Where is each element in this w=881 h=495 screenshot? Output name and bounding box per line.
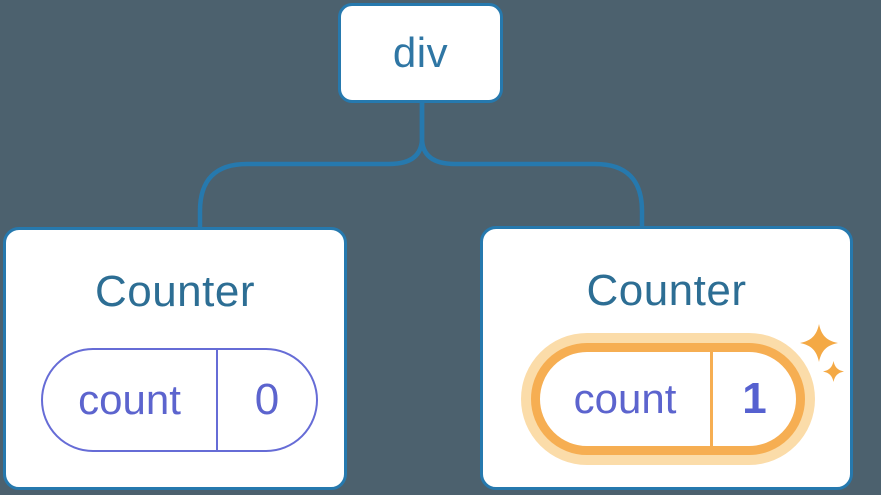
pill-value-cell: 1 [713,352,796,446]
state-pill: count 0 [41,348,318,452]
card-title: Counter [586,266,747,315]
pill-label-cell: count [540,352,713,446]
counter-card-left: Counter count 0 [3,227,347,490]
card-title: Counter [94,267,256,316]
pill-value-cell: 0 [218,350,316,450]
sparkle-icon [823,361,844,382]
tree-node-div: div [338,3,503,103]
tree-edge-right [419,100,645,230]
sparkle-icon [800,324,838,362]
state-key: count [78,376,181,423]
state-value: 1 [742,374,767,423]
pill-label-cell: count [43,350,218,450]
state-key: count [573,375,677,422]
node-label: div [392,29,449,76]
counter-card-right: Counter count 1 [480,226,853,490]
state-value: 0 [254,375,280,424]
tree-edge-left [197,100,425,231]
state-pill-highlighted: count 1 [531,343,805,455]
